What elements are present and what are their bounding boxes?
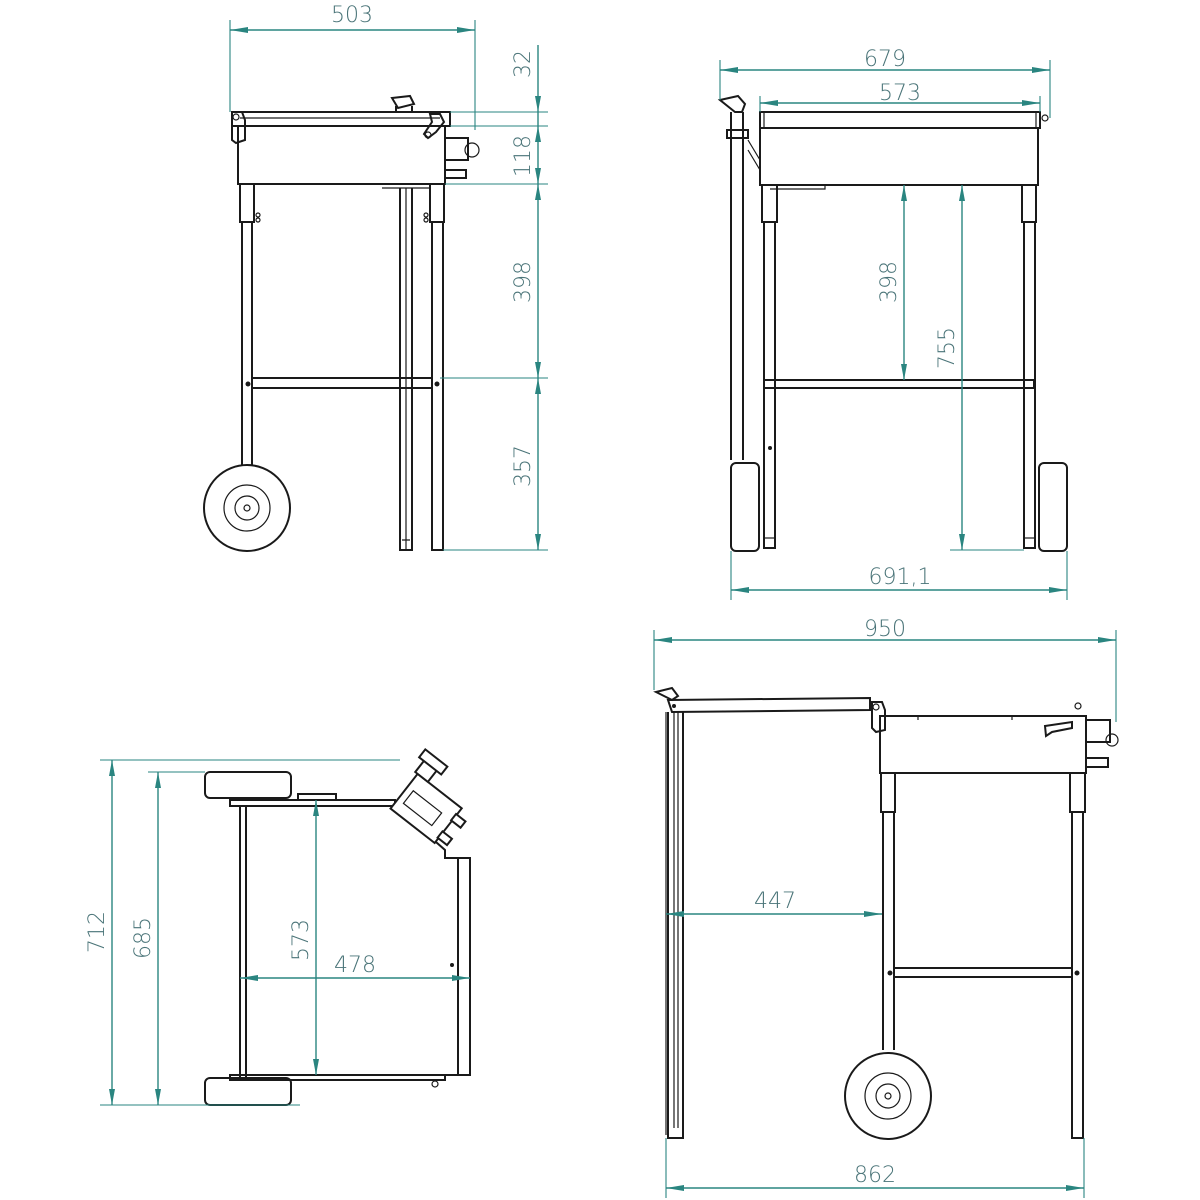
top-view	[204, 747, 471, 1106]
dim-712: 712	[85, 911, 110, 953]
dim-118: 118	[511, 135, 536, 177]
dim-478: 478	[334, 953, 376, 978]
dim-398-front: 398	[877, 261, 902, 303]
dim-398-side: 398	[511, 261, 536, 303]
side-view-dimensions: 503 32 118 398 357	[229, 3, 548, 551]
dim-573-top: 573	[289, 919, 314, 961]
dim-679: 679	[864, 47, 906, 72]
dim-573-front: 573	[879, 81, 921, 106]
dim-950: 950	[864, 617, 906, 642]
dim-691-1: 691,1	[869, 565, 932, 590]
dim-503: 503	[331, 3, 373, 28]
dim-685: 685	[131, 917, 156, 959]
dim-447: 447	[754, 889, 796, 914]
front-view-dimensions: 679 573 398 755 691,1	[719, 47, 1068, 600]
folded-view-dimensions: 950 447 862	[653, 617, 1117, 1198]
folded-view	[653, 686, 1119, 1140]
dim-862: 862	[854, 1163, 896, 1188]
front-view	[717, 94, 1068, 552]
dim-357: 357	[511, 445, 536, 487]
top-view-dimensions: 712 685 573 478	[85, 759, 470, 1106]
side-view	[203, 94, 480, 552]
dim-32: 32	[511, 50, 536, 78]
dim-755: 755	[935, 327, 960, 369]
